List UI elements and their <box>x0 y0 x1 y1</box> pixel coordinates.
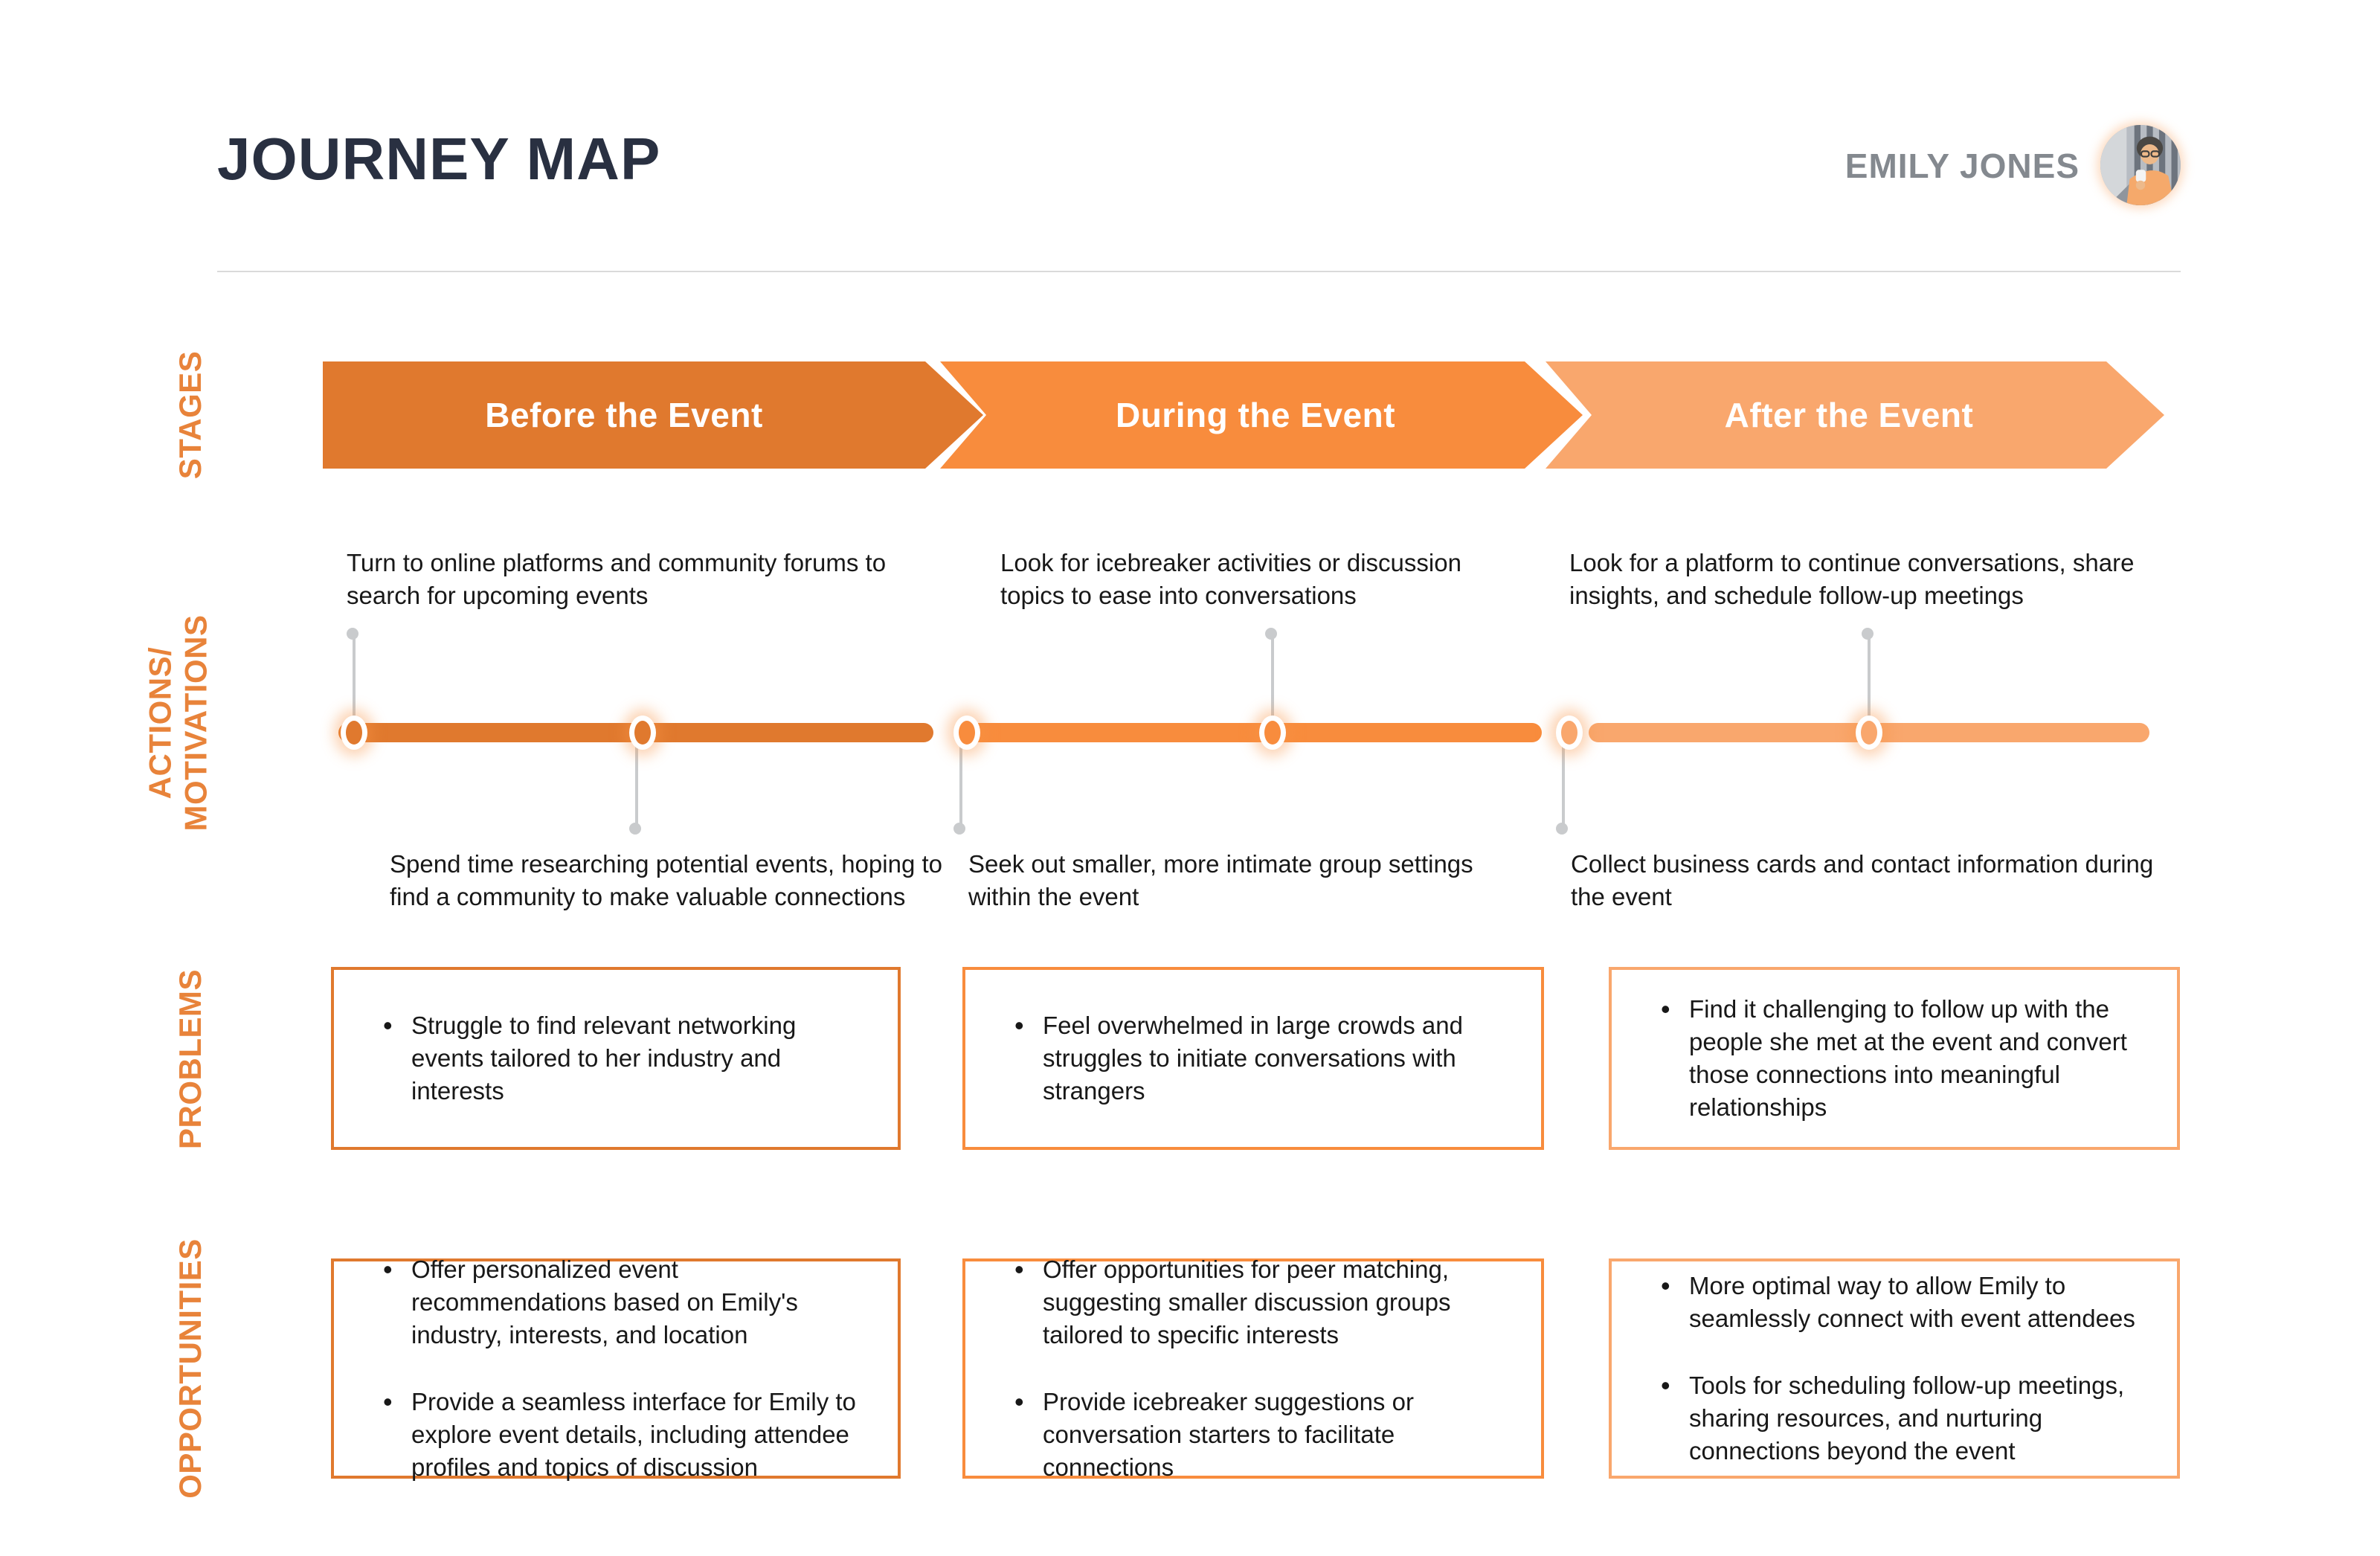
opportunities-box-3: More optimal way to allow Emily to seaml… <box>1609 1258 2180 1479</box>
action-note-below-1: Spend time researching potential events,… <box>390 850 942 910</box>
opportunity-item: Offer personalized event recommendations… <box>383 1253 865 1351</box>
problems-box-1: Struggle to find relevant networking eve… <box>331 967 901 1150</box>
action-note-above-1: Turn to online platforms and community f… <box>347 549 887 609</box>
avatar-image <box>2100 125 2181 205</box>
stage-arrow-label: During the Event <box>1115 396 1396 434</box>
connector-stem <box>353 637 356 724</box>
connector-dot <box>1265 628 1277 640</box>
opportunities-list: Offer opportunities for peer matching, s… <box>965 1253 1541 1484</box>
problems-list: Find it challenging to follow up with th… <box>1612 993 2177 1124</box>
row-label-opportunities: OPPORTUNITIES <box>172 1238 208 1499</box>
opportunities-box-2: Offer opportunities for peer matching, s… <box>962 1253 1544 1481</box>
connector-stem <box>1562 742 1565 829</box>
timeline-dot <box>1856 716 1882 750</box>
timeline-dot <box>953 716 980 750</box>
problems-box-3: Find it challenging to follow up with th… <box>1609 967 2180 1150</box>
opportunity-item: Provide a seamless interface for Emily t… <box>383 1386 865 1484</box>
row-label-stages: STAGES <box>172 350 208 480</box>
connector-stem <box>959 742 962 829</box>
opportunity-item: Offer opportunities for peer matching, s… <box>1014 1253 1508 1351</box>
connector-stem <box>635 742 638 829</box>
action-note-above-2: Look for icebreaker activities or discus… <box>1000 549 1461 609</box>
problem-item: Find it challenging to follow up with th… <box>1661 993 2144 1124</box>
avatar <box>2100 125 2181 205</box>
action-note-above-3: Look for a platform to continue conversa… <box>1569 549 2135 609</box>
problems-list: Struggle to find relevant networking eve… <box>334 1009 898 1107</box>
page-title: JOURNEY MAP <box>217 126 661 192</box>
opportunities-list: More optimal way to allow Emily to seaml… <box>1612 1270 2177 1467</box>
opportunity-item: Tools for scheduling follow-up meetings,… <box>1661 1369 2144 1467</box>
row-label-actions-line2: MOTIVATIONS <box>178 614 213 832</box>
stage-arrow-label: Before the Event <box>485 396 763 434</box>
action-note-below-3: Collect business cards and contact infor… <box>1571 850 2154 910</box>
stage-arrow-after-the-event: After the Event <box>1546 361 2164 469</box>
row-label-actions-line1: ACTIONS/ <box>142 646 178 800</box>
connector-dot <box>1556 823 1568 835</box>
problems-box-2: Feel overwhelmed in large crowds and str… <box>962 967 1544 1150</box>
connector-dot <box>1862 628 1874 640</box>
opportunity-item: Provide icebreaker suggestions or conver… <box>1014 1386 1508 1484</box>
stage-arrow-before-the-event: Before the Event <box>323 361 983 469</box>
problem-item: Struggle to find relevant networking eve… <box>383 1009 865 1107</box>
row-label-problems: PROBLEMS <box>172 968 208 1150</box>
opportunities-list: Offer personalized event recommendations… <box>334 1253 898 1484</box>
problem-item: Feel overwhelmed in large crowds and str… <box>1014 1009 1508 1107</box>
opportunities-box-1: Offer personalized event recommendations… <box>331 1253 901 1481</box>
header-divider <box>217 271 2181 272</box>
timeline-dot <box>1259 716 1286 750</box>
connector-stem <box>1868 637 1871 724</box>
problems-list: Feel overwhelmed in large crowds and str… <box>965 1009 1541 1107</box>
timeline-dot <box>341 716 367 750</box>
row-label-actions-motivations: ACTIONS/ MOTIVATIONS <box>143 615 215 832</box>
timeline-dot <box>1556 716 1583 750</box>
action-note-below-2: Seek out smaller, more intimate group se… <box>968 850 1473 910</box>
timeline-segment-during <box>954 723 1542 742</box>
connector-dot <box>347 628 358 640</box>
timeline-dot <box>629 716 656 750</box>
connector-stem <box>1271 637 1274 724</box>
opportunity-item: More optimal way to allow Emily to seaml… <box>1661 1270 2144 1335</box>
connector-dot <box>953 823 965 835</box>
connector-dot <box>629 823 641 835</box>
stage-arrow-label: After the Event <box>1724 396 1974 434</box>
persona-name: EMILY JONES <box>1844 147 2080 185</box>
stage-arrow-during-the-event: During the Event <box>940 361 1583 469</box>
